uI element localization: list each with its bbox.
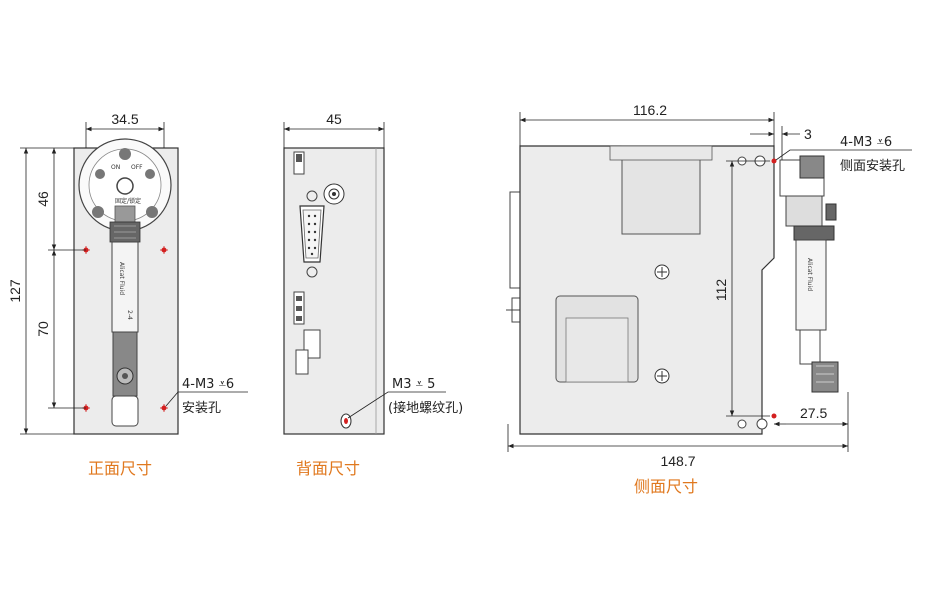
front-hole-note: 4-M3 ⩡6 — [182, 377, 234, 392]
front-width-dim: 34.5 — [111, 111, 138, 127]
ground-hole-note-sub: (接地螺纹孔) — [388, 400, 463, 416]
front-lower-dim: 70 — [35, 321, 51, 337]
svg-text:2-4: 2-4 — [126, 310, 133, 320]
svg-text:Alicat Fluid: Alicat Fluid — [118, 262, 125, 295]
side-hole-note-sub: 侧面安装孔 — [840, 159, 905, 174]
side-total-dim: 148.7 — [660, 453, 695, 469]
side-width-dim: 116.2 — [633, 102, 667, 118]
front-view-caption: 正面尺寸 — [88, 459, 152, 478]
d-sub-connector — [299, 190, 325, 278]
side-hole-note: 4-M3 ⩡6 — [840, 135, 892, 150]
side-valve-assembly: Alicat Fluid — [779, 155, 839, 393]
back-width-dim: 45 — [326, 111, 342, 127]
side-height-dim: 112 — [713, 279, 729, 302]
back-view: 45 M3 ⩡ 5 (接地螺纹孔) 背面尺寸 — [283, 111, 463, 478]
side-valve-width-dim: 27.5 — [800, 405, 827, 421]
front-valve-body — [111, 241, 139, 333]
back-view-caption: 背面尺寸 — [296, 459, 360, 478]
side-mounting-holes — [771, 158, 777, 419]
front-hole-note-sub: 安装孔 — [182, 401, 221, 416]
svg-text:ON: ON — [111, 164, 120, 171]
front-view: ON OFF 固定/锁定 C Alicat Fluid 2-4 — [7, 111, 248, 478]
svg-text:Alicat Fluid: Alicat Fluid — [806, 258, 813, 291]
front-upper-dim: 46 — [35, 191, 51, 207]
svg-text:固定/锁定: 固定/锁定 — [115, 197, 141, 205]
ground-hole-note: M3 ⩡ 5 — [392, 377, 435, 392]
side-view-caption: 侧面尺寸 — [634, 477, 698, 496]
svg-text:OFF: OFF — [131, 164, 143, 171]
side-view: Alicat Fluid 116.2 3 4-M3 ⩡6 侧面安装孔 112 2… — [506, 102, 912, 496]
side-offset-dim: 3 — [804, 126, 812, 142]
front-height-dim: 127 — [7, 279, 23, 303]
